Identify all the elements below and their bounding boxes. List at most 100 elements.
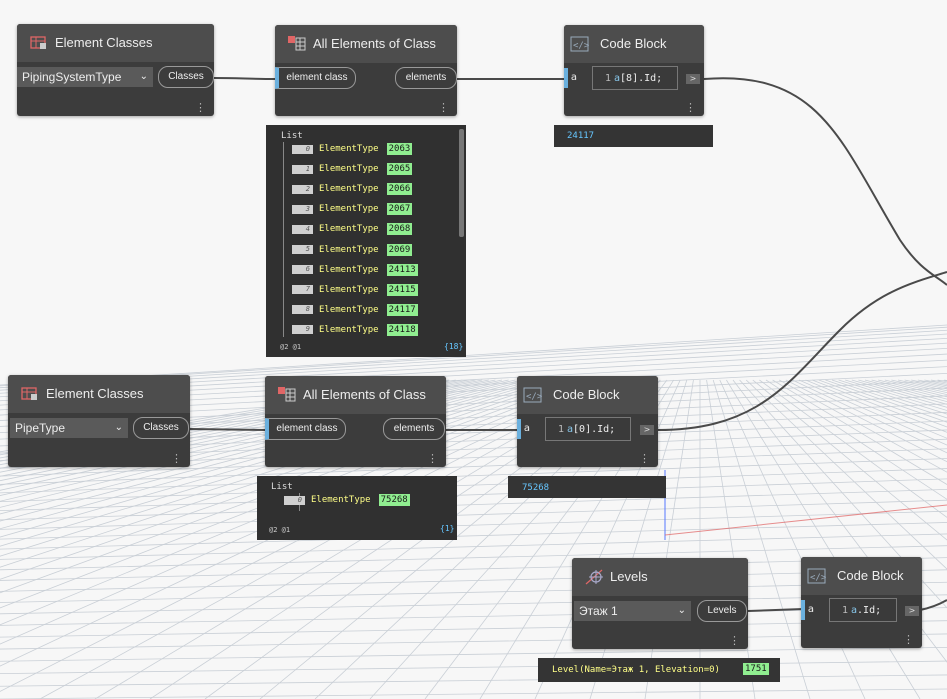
list-count: {18} [444,342,464,351]
element-type: ElementType [319,284,379,295]
all-elements-icon [278,387,296,402]
node-header[interactable]: Levels [572,558,748,596]
more-vertical-icon[interactable]: ⋮ [903,633,914,646]
element-id: 24113 [386,263,418,276]
element-class-input-port[interactable]: element class [275,67,356,89]
code-block-input-a[interactable]: a [801,600,817,620]
list-index: 0 [292,144,313,154]
node-header[interactable]: All Elements of Class [275,25,457,63]
node-title: Code Block [553,387,620,402]
all-elements-of-class-node-2[interactable]: All Elements of Class element class elem… [265,376,446,467]
chevron-down-icon: ⌄ [139,71,148,82]
levels-output-port[interactable]: Levels [697,600,747,622]
list-index: 9 [292,325,313,335]
dropdown-value: PipeType [15,421,66,435]
more-vertical-icon[interactable]: ⋮ [438,101,449,114]
more-vertical-icon[interactable]: ⋮ [171,452,182,465]
element-id: 2063 [386,143,413,155]
list-item[interactable]: 0 ElementType 2063 [292,143,413,157]
element-type: ElementType [319,144,379,154]
element-id: 2067 [386,203,413,216]
element-type: ElementType [319,204,379,215]
code-text: [0].Id; [573,424,616,435]
elements-output-port[interactable]: elements [383,418,445,440]
list-index: 5 [292,245,313,254]
node-title: All Elements of Class [303,387,426,402]
code-block-icon: </> [523,387,543,403]
node-header[interactable]: </> Code Block [517,376,658,414]
preview-value: 1751 [743,663,769,675]
code-block-output-port[interactable]: > [905,606,919,616]
all-elements-of-class-node-1[interactable]: All Elements of Class element class elem… [275,25,457,116]
svg-text:</>: </> [526,392,543,402]
element-type: ElementType [319,244,379,255]
node-header[interactable]: </> Code Block [801,557,922,595]
element-classes-icon [30,36,46,49]
code-block-icon: </> [807,568,827,584]
code-block-output-port[interactable]: > [640,425,654,435]
more-vertical-icon[interactable]: ⋮ [729,634,740,647]
element-class-input-port[interactable]: element class [265,418,346,440]
classes-output-port[interactable]: Classes [133,417,189,439]
node-header[interactable]: Element Classes [8,375,190,413]
node-title: Element Classes [55,35,153,50]
more-vertical-icon[interactable]: ⋮ [685,101,696,114]
more-vertical-icon[interactable]: ⋮ [639,452,650,465]
node-header[interactable]: All Elements of Class [265,376,446,414]
node-header[interactable]: Element Classes [17,24,214,62]
classes-output-port[interactable]: Classes [158,66,214,88]
element-classes-node-2[interactable]: Element Classes PipeType ⌄ Classes ⋮ [8,375,190,467]
elements-output-port[interactable]: elements [395,67,457,89]
element-class-dropdown[interactable]: PipingSystemType ⌄ [17,67,153,87]
element-classes-node-1[interactable]: Element Classes PipingSystemType ⌄ Class… [17,24,214,116]
levels-dropdown[interactable]: Этаж 1 ⌄ [574,601,691,621]
line-number: 1 [557,424,564,435]
node-title: Element Classes [46,386,144,401]
element-type: ElementType [319,184,379,195]
list-index: 1 [292,164,313,174]
levels-icon [585,569,603,585]
code-block-preview-1: 24117 [554,125,713,147]
preview-value: 75268 [522,483,550,493]
more-vertical-icon[interactable]: ⋮ [427,452,438,465]
list-index: 0 [284,495,305,505]
node-title: All Elements of Class [313,36,436,51]
list-header: List [281,131,303,141]
code-block-input-a[interactable]: a [564,68,580,88]
list-levels: @2 @1 [269,526,291,534]
node-header[interactable]: </> Code Block [564,25,704,63]
more-vertical-icon[interactable]: ⋮ [195,101,206,114]
code-block-preview-2: 75268 [508,476,666,498]
element-classes-icon [21,387,37,400]
chevron-down-icon: ⌄ [114,422,123,433]
code-variable: a [567,424,574,435]
levels-node[interactable]: Levels Этаж 1 ⌄ Levels ⋮ [572,558,748,649]
element-class-dropdown[interactable]: PipeType ⌄ [10,418,128,438]
list-header: List [271,482,293,492]
preview-value: 24117 [567,131,595,141]
code-block-input-a[interactable]: a [517,419,533,439]
element-id: 2068 [386,223,413,236]
list-index: 2 [292,184,313,194]
code-block-output-port[interactable]: > [686,74,700,84]
list-index: 4 [292,224,313,234]
list-scrollbar[interactable] [459,129,464,237]
